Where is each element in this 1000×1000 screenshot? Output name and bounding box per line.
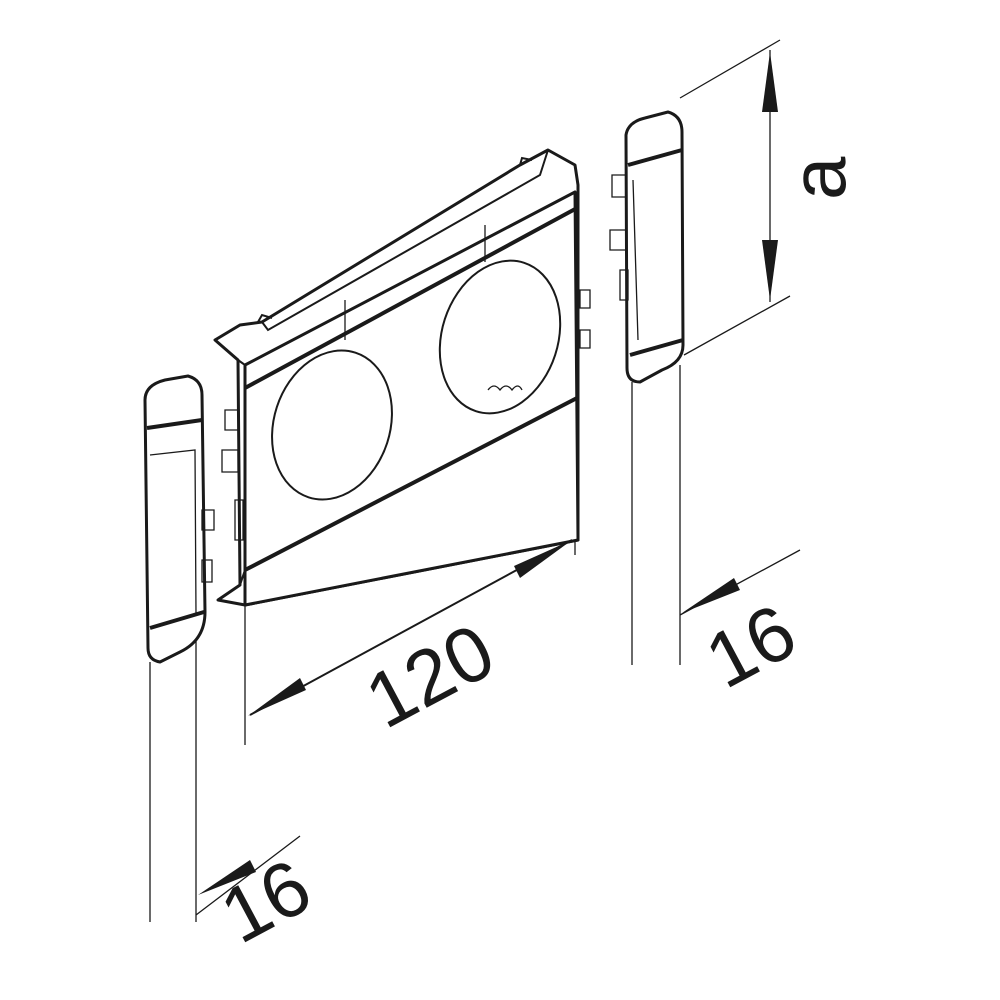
left-cap-dimension-label: 16 bbox=[207, 842, 325, 960]
width-dimension-label: 120 bbox=[352, 606, 508, 745]
main-plate bbox=[213, 148, 591, 607]
height-dimension-label: a bbox=[774, 156, 862, 200]
right-end-cap bbox=[609, 110, 685, 384]
left-end-cap bbox=[143, 374, 215, 664]
right-cap-dimension-label: 16 bbox=[692, 587, 810, 705]
dimension-arrows bbox=[198, 52, 778, 895]
